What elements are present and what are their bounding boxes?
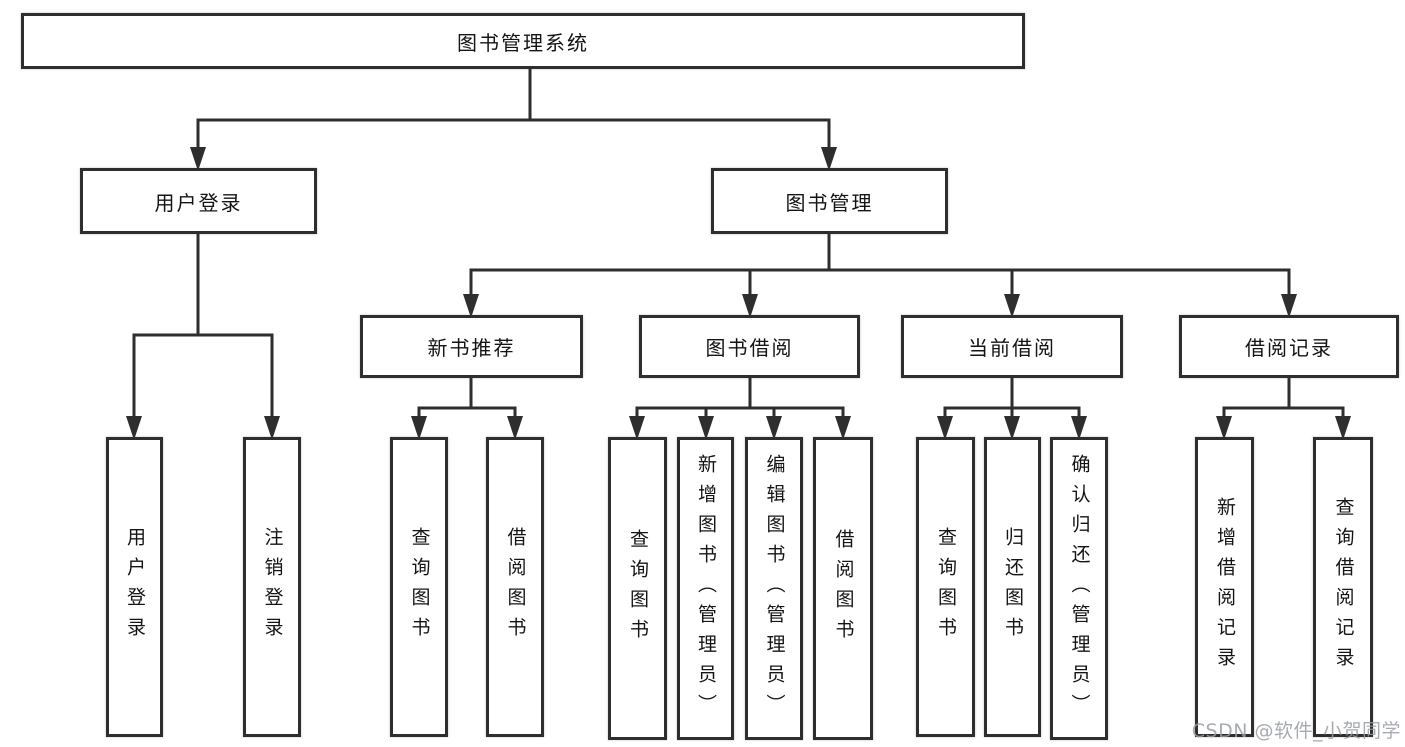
connector-root-split bbox=[196, 118, 831, 166]
leaf-edit-book-admin: 编辑图书（管理员） bbox=[745, 437, 803, 740]
leaf-user-login: 用户登录 bbox=[106, 437, 163, 737]
node-borrowing-records: 借阅记录 bbox=[1179, 315, 1399, 378]
leaf-add-borrow-record: 新增借阅记录 bbox=[1195, 437, 1254, 737]
leaf-borrow-books-recommend: 借阅图书 bbox=[486, 437, 544, 737]
leaf-confirm-return-admin: 确认归还（管理员） bbox=[1050, 437, 1108, 740]
connector-newbook-split bbox=[417, 406, 517, 434]
leaf-query-books-current: 查询图书 bbox=[916, 437, 975, 737]
connector-bookmgmt-split bbox=[469, 268, 1291, 312]
connector-currentborrow-split bbox=[943, 406, 1081, 434]
connector-userlogin-split bbox=[132, 333, 274, 434]
node-book-management: 图书管理 bbox=[711, 168, 948, 234]
node-system-root: 图书管理系统 bbox=[21, 13, 1025, 69]
node-book-borrowing: 图书借阅 bbox=[639, 315, 860, 378]
csdn-watermark: CSDN @软件_小贺同学 bbox=[1191, 720, 1401, 742]
connector-bookborrow-split bbox=[635, 406, 845, 434]
node-current-borrowing: 当前借阅 bbox=[901, 315, 1123, 378]
leaf-query-borrow-record: 查询借阅记录 bbox=[1313, 437, 1373, 737]
leaf-logout: 注销登录 bbox=[243, 437, 301, 737]
leaf-query-books-recommend: 查询图书 bbox=[390, 437, 448, 737]
connector-borrowrecord-split bbox=[1222, 406, 1345, 434]
leaf-return-books: 归还图书 bbox=[984, 437, 1041, 737]
leaf-borrow-books: 借阅图书 bbox=[813, 437, 873, 740]
node-user-login: 用户登录 bbox=[80, 168, 317, 234]
leaf-query-books-borrowing: 查询图书 bbox=[608, 437, 667, 740]
connector-lines bbox=[132, 68, 1345, 434]
leaf-add-book-admin: 新增图书（管理员） bbox=[677, 437, 734, 740]
node-new-book-recommend: 新书推荐 bbox=[360, 315, 583, 378]
